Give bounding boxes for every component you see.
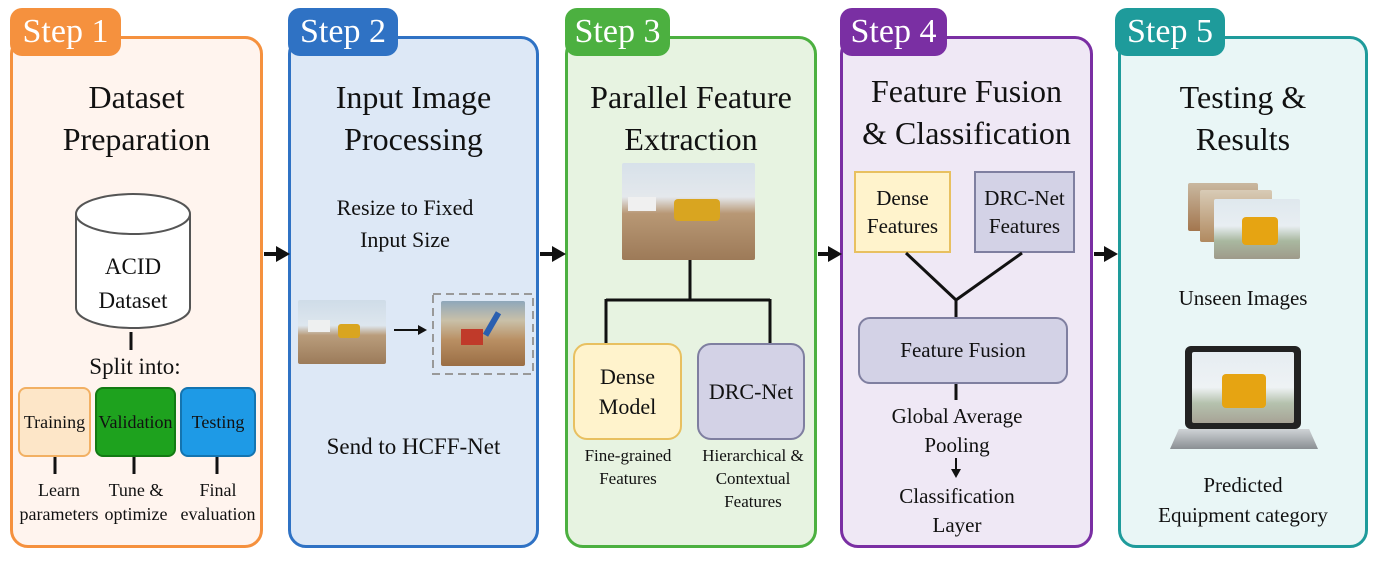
acid-label-line2: Dataset bbox=[98, 288, 168, 313]
dense-features-line1: Dense bbox=[876, 186, 929, 210]
barn-shape bbox=[308, 320, 330, 332]
validation-note-line2: optimize bbox=[104, 504, 168, 524]
step3-title-line2: Extraction bbox=[624, 121, 758, 157]
step2-title-line1: Input Image bbox=[335, 79, 492, 115]
drc-features-line1: DRC-Net bbox=[984, 186, 1065, 210]
training-note-line1: Learn bbox=[38, 480, 80, 500]
step5-tab: Step 5 bbox=[1115, 8, 1225, 56]
cls-line1: Classification bbox=[899, 484, 1015, 508]
feature-fusion-box: Feature Fusion bbox=[858, 317, 1068, 384]
step1-title-line2: Preparation bbox=[62, 121, 211, 157]
arrow-step1-to-step2-icon bbox=[264, 246, 290, 262]
step1-title-line1: Dataset bbox=[88, 79, 185, 115]
loader-shape bbox=[1242, 217, 1278, 245]
dense-features-box: Dense Features bbox=[854, 171, 951, 253]
dense-model-box: Dense Model bbox=[573, 343, 682, 440]
fine-grained-line2: Features bbox=[599, 469, 657, 488]
cls-line2: Layer bbox=[932, 513, 982, 537]
step2-panel bbox=[288, 36, 539, 548]
testing-note-line1: Final bbox=[199, 480, 237, 500]
arrow-step2-to-step3-icon bbox=[540, 246, 566, 262]
predicted-line2: Equipment category bbox=[1158, 503, 1328, 527]
truck-shape bbox=[461, 329, 483, 345]
raw-construction-photo bbox=[298, 300, 386, 364]
resized-construction-photo bbox=[441, 301, 525, 366]
building-shape bbox=[628, 197, 656, 211]
dense-features-line2: Features bbox=[866, 214, 939, 238]
step4-title: Feature Fusion & Classification bbox=[840, 70, 1093, 154]
step4-title-line2: & Classification bbox=[862, 115, 1071, 151]
resize-line1: Resize to Fixed bbox=[336, 195, 474, 220]
drc-features-box: DRC-Net Features bbox=[974, 171, 1075, 253]
dense-model-line1: Dense bbox=[600, 363, 655, 389]
unseen-images-label: Unseen Images bbox=[1178, 286, 1308, 310]
predicted-line1: Predicted bbox=[1203, 473, 1283, 497]
acid-label-line1: ACID bbox=[104, 254, 162, 279]
step5-title: Testing & Results bbox=[1118, 76, 1368, 160]
grader-photo bbox=[622, 163, 755, 260]
testing-note: Final evaluation bbox=[175, 478, 261, 526]
send-to-hcff-label: Send to HCFF-Net bbox=[326, 434, 501, 459]
step5-title-line2: Results bbox=[1195, 121, 1291, 157]
step2-tab: Step 2 bbox=[288, 8, 398, 56]
testing-box: Testing bbox=[180, 387, 256, 457]
gap-line2: Pooling bbox=[924, 433, 990, 457]
fine-grained-line1: Fine-grained bbox=[584, 446, 672, 465]
arrow-step4-to-step5-icon bbox=[1094, 246, 1118, 262]
step2-title-line2: Processing bbox=[344, 121, 483, 157]
split-into-label: Split into: bbox=[89, 354, 181, 379]
laptop-base bbox=[1170, 429, 1318, 449]
validation-note: Tune & optimize bbox=[100, 478, 172, 526]
laptop-loader-shape bbox=[1222, 374, 1266, 408]
drc-net-box: DRC-Net bbox=[697, 343, 805, 440]
step5-title-line1: Testing & bbox=[1179, 79, 1307, 115]
resize-label: Resize to Fixed Input Size bbox=[300, 192, 510, 256]
arrow-step3-to-step4-icon bbox=[818, 246, 842, 262]
global-average-pooling-label: Global Average Pooling bbox=[860, 402, 1054, 460]
acid-dataset-label: ACID Dataset bbox=[76, 250, 190, 318]
step4-title-line1: Feature Fusion bbox=[870, 73, 1063, 109]
laptop-icon bbox=[1185, 346, 1301, 429]
fine-grained-label: Fine-grained Features bbox=[568, 444, 688, 490]
grader-body-shape bbox=[674, 199, 720, 221]
laptop-screen-photo bbox=[1192, 352, 1294, 423]
drc-features-line2: Features bbox=[988, 214, 1061, 238]
hierarchical-line2: Contextual bbox=[715, 469, 791, 488]
classification-layer-label: Classification Layer bbox=[860, 482, 1054, 540]
dense-model-line2: Model bbox=[598, 393, 657, 419]
gap-line1: Global Average bbox=[891, 404, 1023, 428]
validation-box: Validation bbox=[95, 387, 176, 457]
step1-title: Dataset Preparation bbox=[10, 76, 263, 160]
step4-tab: Step 4 bbox=[840, 8, 947, 56]
step3-title: Parallel Feature Extraction bbox=[565, 76, 817, 160]
hierarchical-line3: Features bbox=[724, 492, 782, 511]
step2-title: Input Image Processing bbox=[288, 76, 539, 160]
resize-line2: Input Size bbox=[360, 227, 450, 252]
validation-note-line1: Tune & bbox=[108, 480, 164, 500]
predicted-category-label: Predicted Equipment category bbox=[1118, 470, 1368, 530]
testing-note-line2: evaluation bbox=[180, 504, 256, 524]
step3-tab: Step 3 bbox=[565, 8, 670, 56]
training-note-line2: parameters bbox=[19, 504, 99, 524]
training-note: Learn parameters bbox=[14, 478, 104, 526]
unseen-photo-front bbox=[1214, 199, 1300, 259]
training-box: Training bbox=[18, 387, 91, 457]
hierarchical-label: Hierarchical & Contextual Features bbox=[691, 444, 815, 513]
grader-shape bbox=[338, 324, 360, 338]
step3-title-line1: Parallel Feature bbox=[590, 79, 792, 115]
hierarchical-line1: Hierarchical & bbox=[702, 446, 804, 465]
step1-tab: Step 1 bbox=[10, 8, 121, 56]
step5-panel bbox=[1118, 36, 1368, 548]
